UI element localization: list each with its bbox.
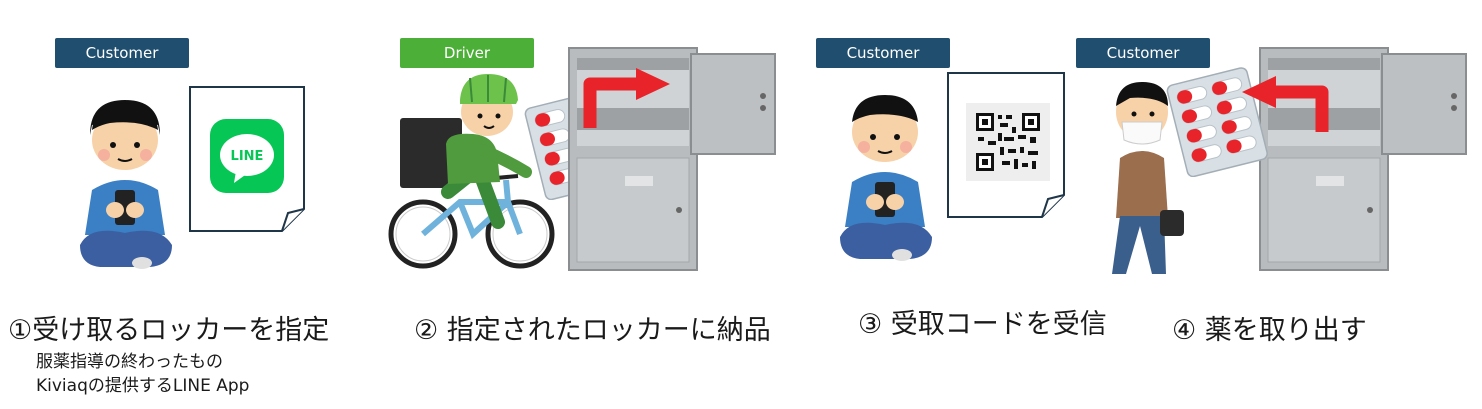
- man-with-mask-walking-illustration: [1112, 82, 1184, 274]
- driver-on-bicycle-illustration: [388, 74, 555, 269]
- document-with-line-icon: LINE: [189, 86, 305, 232]
- arrow-into-locker-icon: [583, 68, 670, 128]
- locker-open-door-illustration-2: [1259, 47, 1467, 271]
- line-logo-text: LINE: [231, 149, 264, 164]
- step1-note-line2: Kiviaqの提供するLINE App: [36, 376, 250, 396]
- qr-code-icon: [976, 113, 1040, 171]
- medicine-blister-pack-2: [1166, 67, 1268, 177]
- face-mask: [1121, 121, 1163, 145]
- step3-caption: ③ 受取コードを受信: [858, 309, 1107, 340]
- step1-caption: ①受け取るロッカーを指定: [8, 315, 330, 346]
- customer-badge-step1: Customer: [55, 38, 189, 68]
- step2-caption: ② 指定されたロッカーに納品: [414, 315, 771, 346]
- document-with-qr-code: [947, 72, 1065, 218]
- customer-badge-step3: Customer: [816, 38, 950, 68]
- driver-badge-step2: Driver: [400, 38, 534, 68]
- customer-with-phone-illustration-1: [80, 100, 172, 269]
- step4-caption: ④ 薬を取り出す: [1172, 315, 1367, 346]
- customer-badge-step4: Customer: [1076, 38, 1210, 68]
- arrow-out-of-locker-icon: [1242, 76, 1329, 132]
- step1-note-line1: 服薬指導の終わったもの: [36, 352, 223, 372]
- customer-with-phone-illustration-2: [840, 95, 932, 261]
